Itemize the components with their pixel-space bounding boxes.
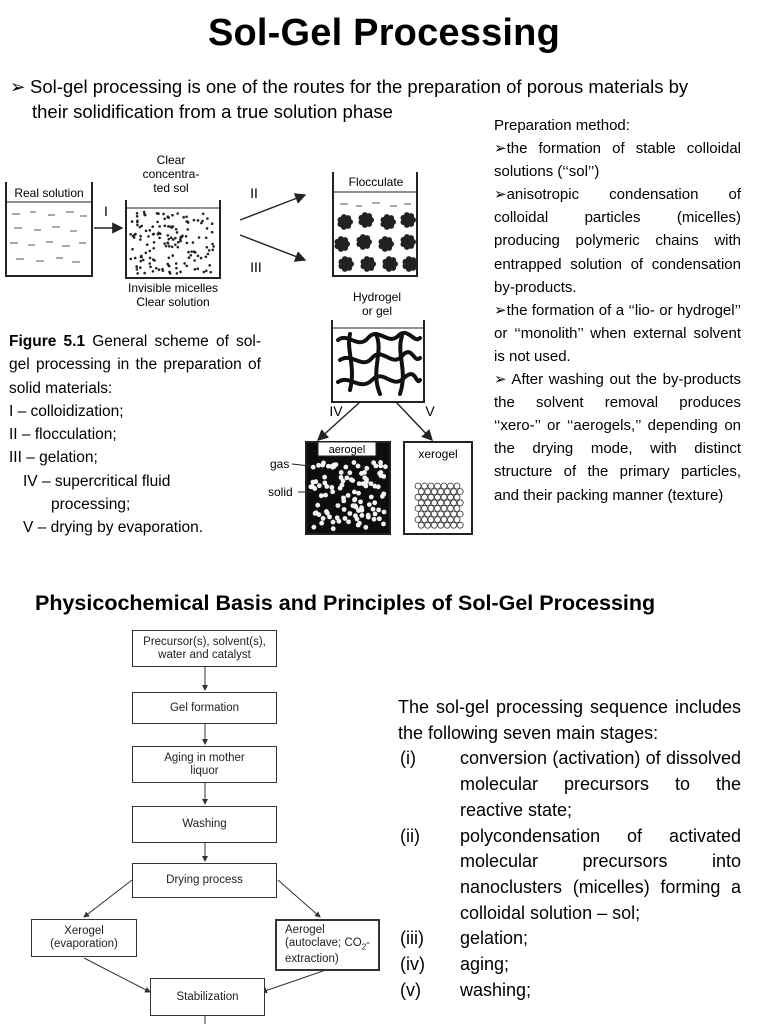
flow-step-text: (evaporation) <box>50 938 118 950</box>
flocculate-beaker: Flocculate <box>332 172 418 277</box>
sequence-number: (iii) <box>400 928 424 949</box>
preparation-method: Preparation method: ➢the formation of st… <box>494 114 741 507</box>
sequence-text: washing; <box>460 979 532 1000</box>
solid-label: solid <box>268 485 293 499</box>
flow-step-drying: Drying process <box>132 863 277 898</box>
flow-step-aging: Aging in mother liquor <box>132 746 277 783</box>
flow-step-text: Aerogel <box>285 923 325 936</box>
sequence-text: aging; <box>460 954 510 975</box>
sequence-number-cell: (i) <box>398 746 460 823</box>
clear-sol-label-3: ted sol <box>153 181 188 195</box>
processing-sequence: The sol-gel processing sequence includes… <box>398 695 741 1003</box>
flowchart-connectors <box>83 666 327 1024</box>
caption-step: III – gelation; <box>9 449 98 467</box>
sequence-item: (i) conversion (activation) of dissolved … <box>398 746 741 823</box>
sequence-item: (iii) gelation; <box>398 926 741 952</box>
flow-step-text: extraction) <box>285 953 339 966</box>
roman-II-label: II <box>250 185 258 201</box>
sequence-text: conversion (activation) of dissolved mol… <box>460 748 741 820</box>
preparation-item: ➢the formation of stable colloidal solut… <box>494 140 741 181</box>
sequence-item: (ii) polycondensation of activated molecu… <box>398 824 741 927</box>
intro-paragraph: ➢Sol-gel processing is one of the routes… <box>10 74 755 124</box>
sol-gel-scheme-figure: Real solution I Clear concentra- ted sol… <box>5 153 473 535</box>
page-title: Sol-Gel Processing <box>207 12 561 54</box>
flow-step-text: Precursor(s), solvent(s), <box>143 635 266 648</box>
roman-III-label: III <box>250 259 262 275</box>
preparation-item: ➢the formation of a ‘‘lio- or hydrogel’’… <box>494 301 741 365</box>
intro-line-1: Sol-gel processing is one of the routes … <box>30 76 689 97</box>
sequence-list: (i) conversion (activation) of dissolved … <box>398 746 741 1003</box>
sequence-number: (iv) <box>400 954 425 975</box>
subscript: 2 <box>361 942 367 952</box>
sequence-item: (v) washing; <box>398 978 741 1004</box>
flow-step-text: water and catalyst <box>158 648 251 661</box>
caption-step: processing; <box>51 496 131 514</box>
flow-step-aerogel: Aerogel (autoclave; CO2- extraction) <box>275 919 380 971</box>
arrow-bullet-icon: ➢ <box>10 76 26 97</box>
flow-step-xerogel: Xerogel (evaporation) <box>31 919 137 957</box>
flow-step-gel-formation: Gel formation <box>132 692 277 724</box>
aerogel-box: aerogel gas solid <box>268 441 391 535</box>
roman-I-label: I <box>104 203 108 219</box>
sequence-number: (v) <box>400 979 421 1000</box>
preparation-heading: Preparation method: <box>494 117 630 134</box>
clear-sol-beaker: Clear concentra- ted sol Invisible micel… <box>125 153 221 309</box>
sequence-number: (ii) <box>400 825 420 846</box>
flocculate-label: Flocculate <box>349 175 404 189</box>
flow-step-text: liquor <box>190 764 219 777</box>
intro-line-2: their solidification from a true solutio… <box>32 101 393 122</box>
caption-step: V – drying by evaporation. <box>23 519 204 537</box>
sequence-number-cell: (iv) <box>398 952 460 978</box>
hydrogel-beaker: Hydrogel or gel <box>331 290 425 403</box>
processing-flowchart: Precursor(s), solvent(s), water and cata… <box>0 620 390 1024</box>
gas-label: gas <box>270 457 289 471</box>
figure-label: Figure 5.1 <box>9 333 86 350</box>
sequence-number: (i) <box>400 748 416 769</box>
sequence-item: (iv) aging; <box>398 952 741 978</box>
preparation-item: ➢ After washing out the by-products the … <box>494 371 741 504</box>
xerogel-label: xerogel <box>418 447 457 461</box>
figure-caption: Figure 5.1 General scheme of sol-gel pro… <box>9 330 261 540</box>
sequence-number-cell: (iii) <box>398 926 460 952</box>
sequence-number-cell: (v) <box>398 978 460 1004</box>
caption-step: IV – supercritical fluid <box>23 472 171 490</box>
clear-sol-label-1: Clear <box>157 153 186 167</box>
clear-solution-label: Clear solution <box>136 295 209 309</box>
invisible-micelles-label: Invisible micelles <box>128 281 218 295</box>
hydrogel-label-1: Hydrogel <box>353 290 401 304</box>
real-solution-label: Real solution <box>14 186 83 200</box>
roman-IV-label: IV <box>329 403 343 419</box>
flow-step-text: (autoclave; CO2- <box>285 937 370 953</box>
preparation-item: ➢anisotropic condensation of colloidal p… <box>494 186 741 296</box>
xerogel-box: xerogel <box>403 441 473 535</box>
caption-text: General scheme of sol-gel processing in … <box>9 333 262 397</box>
sequence-lead: The sol-gel processing sequence includes… <box>398 697 741 743</box>
flow-step-precursors: Precursor(s), solvent(s), water and cata… <box>132 630 277 667</box>
real-solution-beaker: Real solution <box>5 182 93 277</box>
caption-step: I – colloidization; <box>9 402 124 420</box>
flow-step-text-part: (autoclave; CO <box>285 936 362 949</box>
flow-step-text: Aging in mother <box>164 751 245 764</box>
clear-sol-label-2: concentra- <box>143 167 200 181</box>
sequence-number-cell: (ii) <box>398 824 460 927</box>
flow-step-washing: Washing <box>132 806 277 843</box>
flow-step-stabilization: Stabilization <box>150 978 265 1016</box>
aerogel-label: aerogel <box>329 444 366 456</box>
flow-step-text: Xerogel <box>64 925 104 937</box>
roman-V-label: V <box>425 403 435 419</box>
flow-step-text-part: - <box>366 936 370 949</box>
sequence-text: gelation; <box>460 928 529 949</box>
sequence-text: polycondensation of activated molecular … <box>460 825 741 923</box>
hydrogel-label-2: or gel <box>362 304 392 318</box>
caption-step: II – flocculation; <box>9 426 117 444</box>
section-heading: Physicochemical Basis and Principles of … <box>35 591 656 615</box>
